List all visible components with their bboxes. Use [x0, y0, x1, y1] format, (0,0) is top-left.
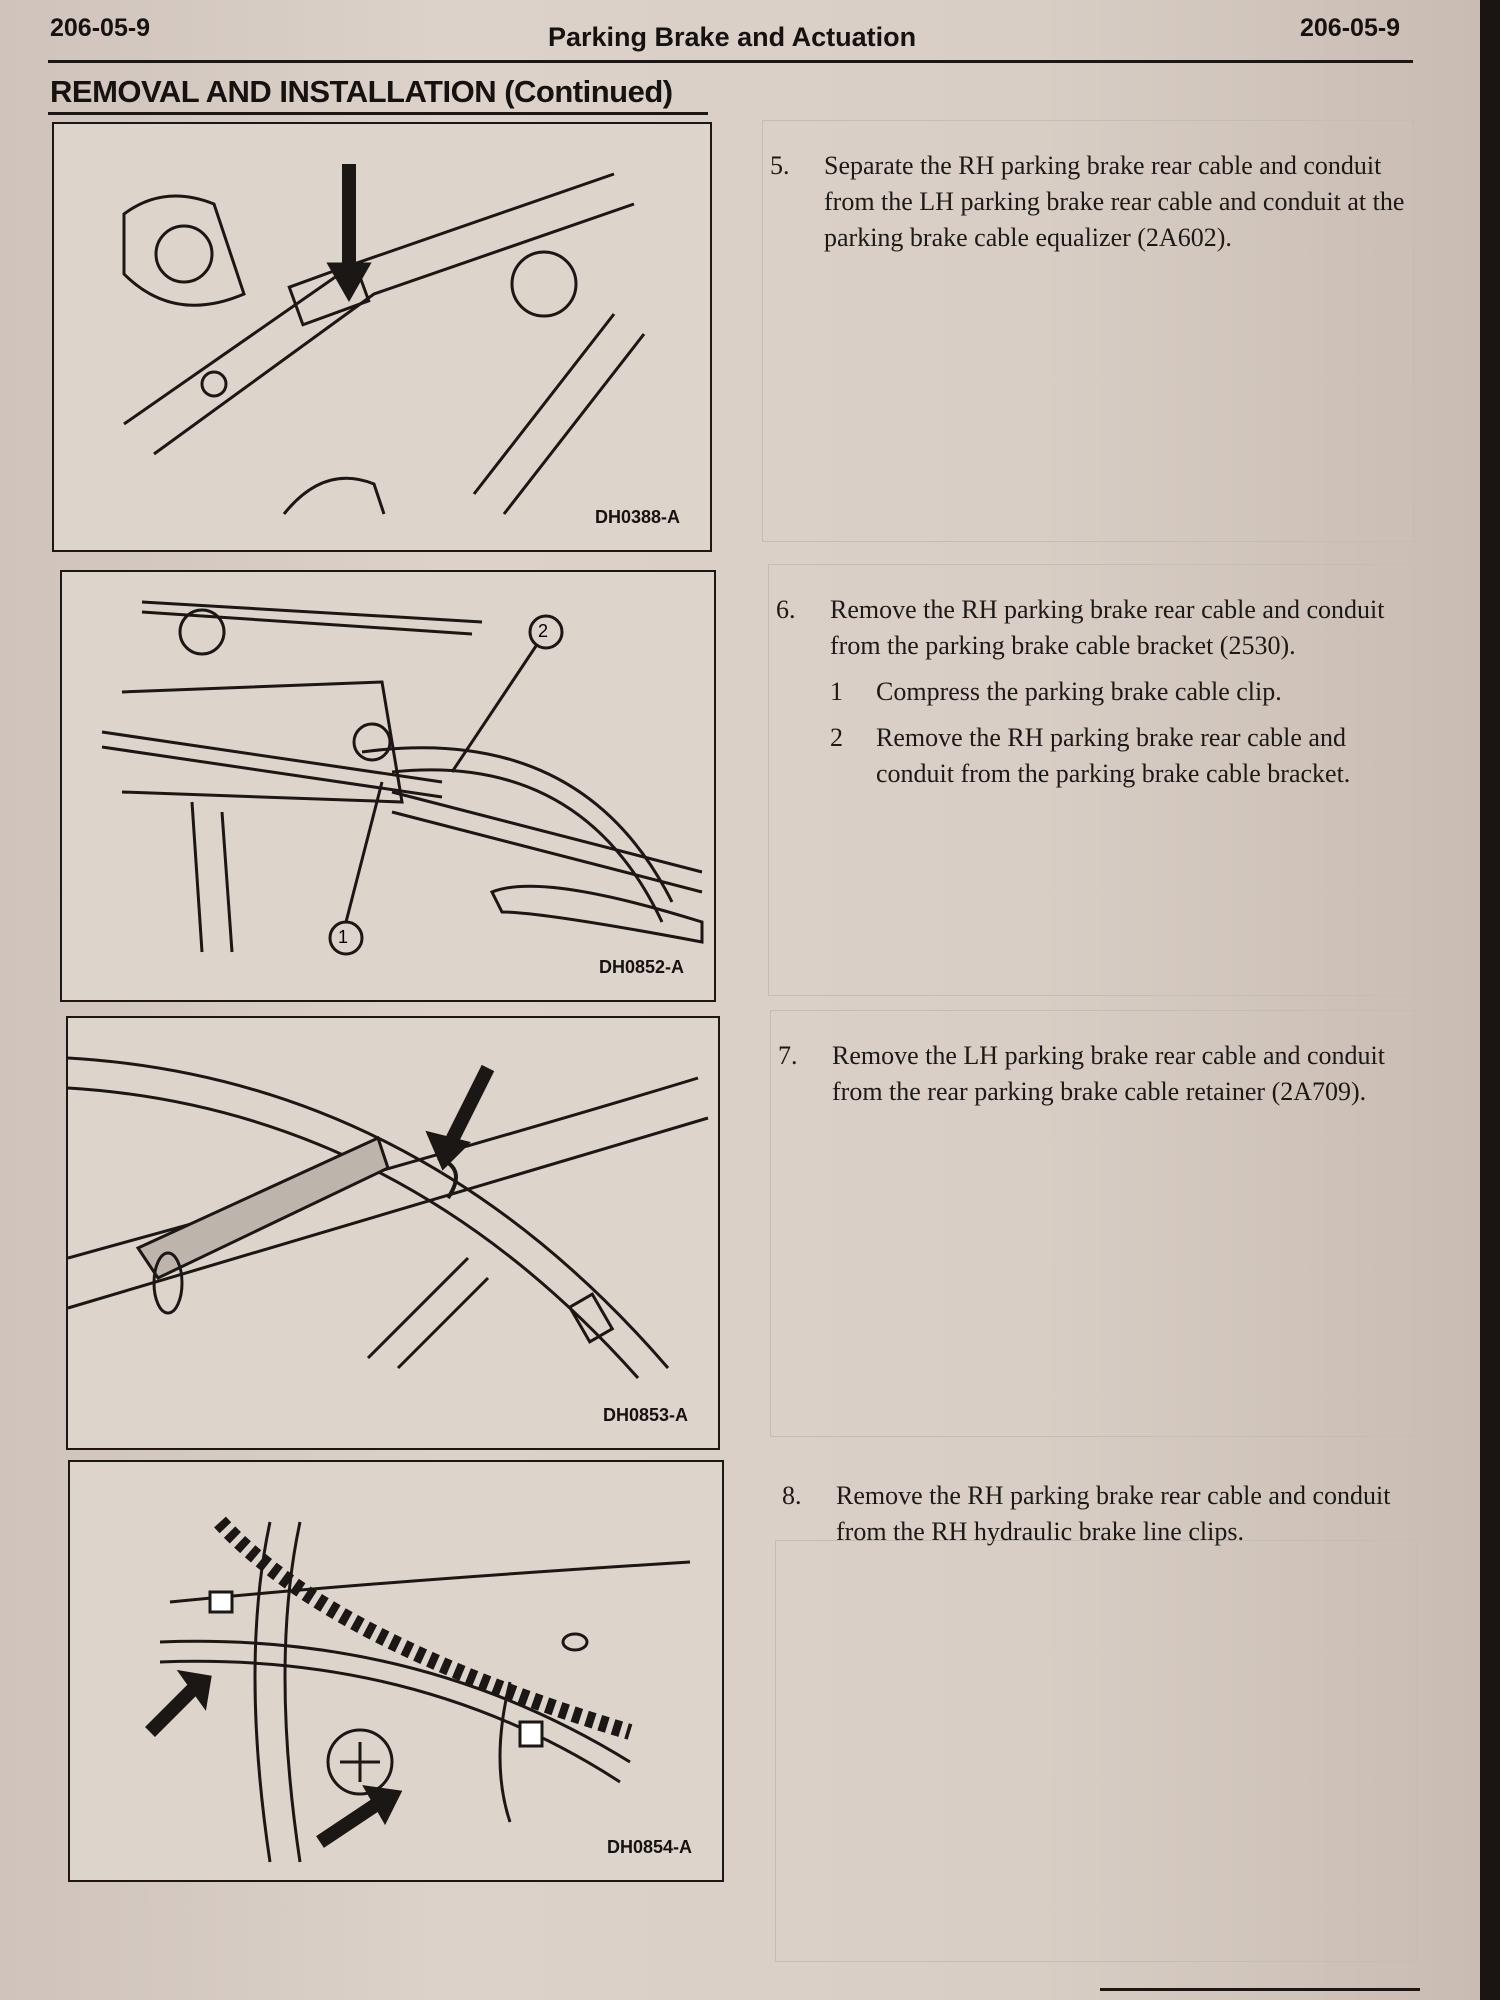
substep-text: Remove the RH parking brake rear cable a…	[876, 723, 1351, 788]
section-rule	[48, 112, 708, 115]
figure-id: DH0853-A	[602, 1405, 688, 1425]
substep-number: 1	[830, 677, 843, 706]
figure-id: DH0854-A	[606, 1837, 692, 1857]
step-number: 8.	[782, 1481, 802, 1510]
step-5: 5. Separate the RH parking brake rear ca…	[770, 148, 1410, 256]
section-title: REMOVAL AND INSTALLATION (Continued)	[50, 74, 673, 109]
callout-1: 1	[338, 927, 349, 947]
figure-id: DH0852-A	[598, 957, 684, 977]
cable-bracket-illustration	[101, 600, 704, 956]
bleed-through-frame	[775, 1540, 1417, 1962]
figure-equalizer: DH0388-A	[52, 122, 712, 552]
step-text: Remove the LH parking brake rear cable a…	[832, 1041, 1385, 1106]
step-text: Remove the RH parking brake rear cable a…	[830, 595, 1385, 660]
figure-cable-bracket: 1 2 DH0852-A	[60, 570, 716, 1002]
page-number-left: 206-05-9	[50, 14, 151, 42]
bleed-through-frame	[768, 564, 1415, 996]
step-text: Remove the RH parking brake rear cable a…	[836, 1481, 1391, 1546]
brake-line-clips-illustration	[145, 1516, 691, 1863]
step-text: Separate the RH parking brake rear cable…	[824, 151, 1405, 252]
chapter-title: Parking Brake and Actuation	[548, 22, 917, 52]
step-number: 7.	[778, 1041, 798, 1070]
cable-retainer-illustration	[68, 1056, 709, 1379]
callout-2: 2	[538, 621, 549, 641]
header-rule	[48, 60, 1413, 63]
bleed-through-frame	[770, 1010, 1415, 1437]
substep-text: Compress the parking brake cable clip.	[876, 677, 1282, 706]
step-8: 8. Remove the RH parking brake rear cabl…	[782, 1478, 1422, 1550]
step-number: 6.	[776, 595, 796, 624]
step-7: 7. Remove the LH parking brake rear cabl…	[778, 1038, 1418, 1110]
figure-cable-retainer: DH0853-A	[66, 1016, 720, 1450]
substep-number: 2	[830, 723, 843, 752]
step-6: 6. Remove the RH parking brake rear cabl…	[776, 592, 1416, 792]
footer-rule	[1100, 1988, 1420, 1991]
bleed-through-frame	[762, 120, 1414, 542]
step-number: 5.	[770, 151, 790, 180]
page-number-right: 206-05-9	[1300, 14, 1401, 42]
substep-2: 2 Remove the RH parking brake rear cable…	[776, 720, 1416, 792]
figure-id: DH0388-A	[594, 507, 680, 527]
substep-1: 1 Compress the parking brake cable clip.	[776, 674, 1416, 710]
equalizer-illustration	[122, 164, 646, 515]
figure-brake-line-clips: DH0854-A	[68, 1460, 724, 1882]
